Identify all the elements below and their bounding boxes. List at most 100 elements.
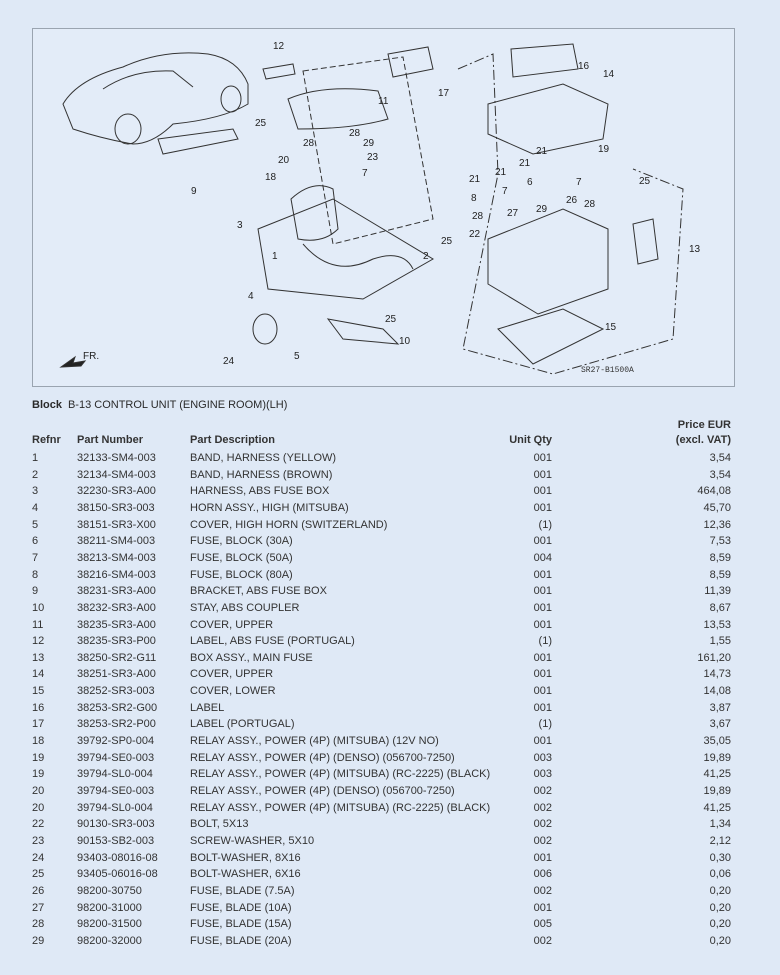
unit-qty: (1) bbox=[538, 718, 552, 731]
callout-23: 19 bbox=[598, 144, 610, 155]
price: 3,54 bbox=[709, 468, 731, 481]
price: 41,25 bbox=[703, 768, 731, 781]
callout-36: 28 bbox=[584, 199, 596, 210]
callout-28: 6 bbox=[527, 177, 533, 188]
price: 7,53 bbox=[709, 535, 731, 548]
unit-qty: 001 bbox=[533, 468, 552, 481]
callout-38: 25 bbox=[639, 176, 651, 187]
unit-qty: 001 bbox=[533, 601, 552, 614]
part-number: 98200-30750 bbox=[77, 884, 142, 897]
price: 41,25 bbox=[703, 801, 731, 814]
header-price-line1: Price EUR bbox=[677, 419, 731, 431]
callout-10: 20 bbox=[278, 155, 290, 166]
ref-number: 5 bbox=[32, 518, 39, 531]
part-description: SCREW-WASHER, 5X10 bbox=[190, 834, 315, 847]
part-number: 98200-31500 bbox=[77, 918, 142, 931]
header-description: Part Description bbox=[190, 434, 275, 446]
price: 13,53 bbox=[703, 618, 731, 631]
part-description: BRACKET, ABS FUSE BOX bbox=[190, 585, 327, 598]
price: 3,87 bbox=[709, 701, 731, 714]
price: 0,20 bbox=[709, 934, 731, 947]
callout-17: 5 bbox=[294, 351, 300, 362]
part-number: 38250-SR2-G11 bbox=[77, 651, 157, 664]
part-description: HARNESS, ABS FUSE BOX bbox=[190, 485, 330, 498]
part-number: 38253-SR2-G00 bbox=[77, 701, 158, 714]
unit-qty: 004 bbox=[533, 551, 552, 564]
price: 0,06 bbox=[709, 868, 731, 881]
price: 1,55 bbox=[709, 635, 731, 648]
block-name: B-13 CONTROL UNIT (ENGINE ROOM)(LH) bbox=[67, 399, 288, 411]
callout-39: 13 bbox=[689, 244, 701, 255]
price: 0,20 bbox=[709, 918, 731, 931]
callout-30: 8 bbox=[471, 193, 477, 204]
callout-18: 24 bbox=[223, 356, 235, 367]
ref-number: 3 bbox=[32, 485, 39, 498]
ref-number: 12 bbox=[32, 635, 45, 648]
part-description: RELAY ASSY., POWER (4P) (DENSO) (056700-… bbox=[190, 751, 455, 764]
part-description: BOX ASSY., MAIN FUSE bbox=[190, 651, 313, 664]
part-description: BAND, HARNESS (YELLOW) bbox=[190, 452, 337, 464]
unit-qty: 001 bbox=[533, 701, 552, 714]
callout-40: 15 bbox=[605, 322, 617, 333]
callout-2: 17 bbox=[438, 88, 450, 99]
drawing-lines bbox=[59, 43, 684, 375]
ref-number: 2 bbox=[32, 468, 39, 481]
diagram-code: SR27-B1500A bbox=[581, 366, 634, 375]
price: 3,67 bbox=[709, 718, 731, 731]
part-number: 98200-32000 bbox=[77, 934, 142, 947]
price: 45,70 bbox=[703, 501, 731, 514]
ref-number: 29 bbox=[32, 934, 45, 947]
part-number: 93405-06016-08 bbox=[77, 868, 158, 881]
part-description: FUSE, BLADE (20A) bbox=[190, 934, 292, 947]
ref-number: 23 bbox=[32, 834, 45, 847]
callout-32: 28 bbox=[472, 211, 484, 222]
part-number: 38213-SM4-003 bbox=[77, 551, 156, 564]
callout-27: 21 bbox=[469, 174, 481, 185]
part-description: FUSE, BLADE (15A) bbox=[190, 918, 292, 931]
part-description: BAND, HARNESS (BROWN) bbox=[190, 468, 333, 481]
part-number: 39794-SE0-003 bbox=[77, 785, 155, 797]
part-number: 39794-SE0-003 bbox=[77, 751, 155, 764]
part-number: 38252-SR3-003 bbox=[77, 685, 155, 698]
unit-qty: 001 bbox=[533, 452, 552, 464]
part-number: 38251-SR3-A00 bbox=[77, 668, 156, 681]
callout-33: 27 bbox=[507, 208, 519, 219]
callout-14: 3 bbox=[237, 220, 243, 231]
unit-qty: 005 bbox=[533, 918, 552, 931]
part-number: 38253-SR2-P00 bbox=[77, 718, 156, 731]
unit-qty: 001 bbox=[533, 668, 552, 681]
callout-3: 16 bbox=[578, 61, 590, 72]
unit-qty: 001 bbox=[533, 735, 552, 748]
callout-13: 9 bbox=[191, 186, 197, 197]
price: 8,59 bbox=[709, 568, 731, 581]
part-number: 38150-SR3-003 bbox=[77, 501, 155, 514]
part-description: LABEL bbox=[190, 701, 225, 714]
part-number: 38211-SM4-003 bbox=[77, 535, 156, 548]
price: 35,05 bbox=[703, 735, 731, 748]
price: 19,89 bbox=[703, 751, 731, 764]
header-part-number: Part Number bbox=[77, 434, 144, 446]
header-price-line2: (excl. VAT) bbox=[675, 434, 731, 446]
part-description: RELAY ASSY., POWER (4P) (MITSUBA) (RC-22… bbox=[190, 801, 491, 814]
ref-number: 17 bbox=[32, 718, 45, 731]
part-description: FUSE, BLOCK (50A) bbox=[190, 551, 293, 564]
callout-34: 29 bbox=[536, 204, 548, 215]
part-number: 32230-SR3-A00 bbox=[77, 485, 156, 498]
part-number: 39792-SP0-004 bbox=[77, 735, 155, 748]
unit-qty: 001 bbox=[533, 585, 552, 598]
callout-16: 4 bbox=[248, 291, 254, 302]
